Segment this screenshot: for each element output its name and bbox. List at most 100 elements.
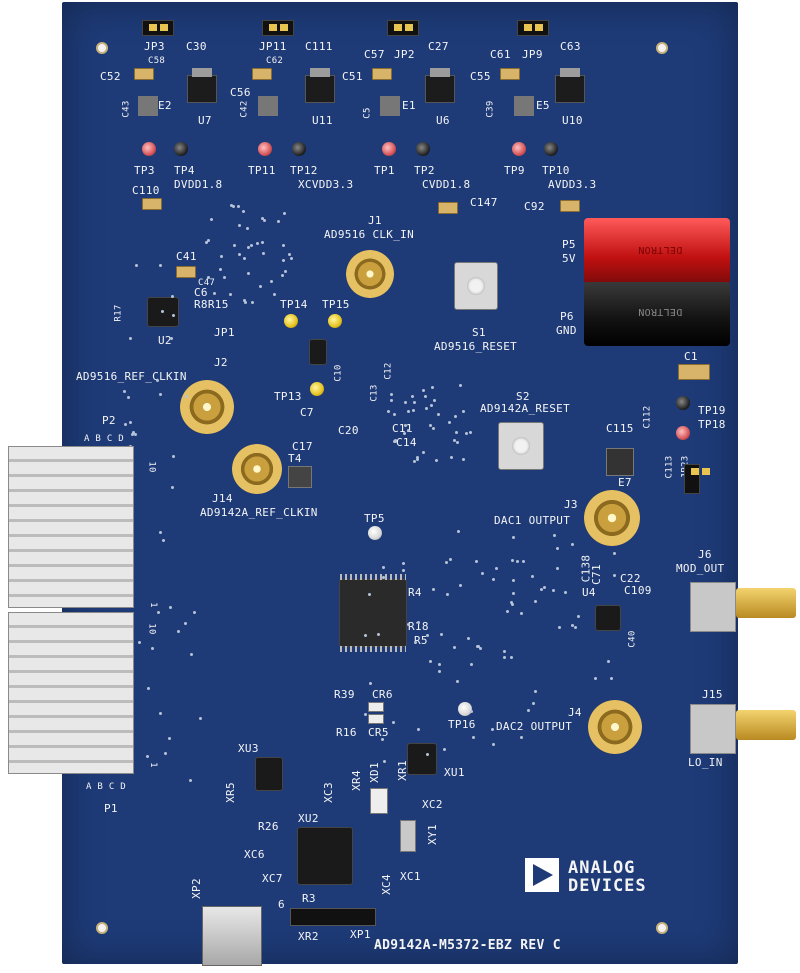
sma-edge-j15[interactable] — [690, 704, 736, 754]
jumper-jp2[interactable] — [387, 20, 419, 36]
via — [434, 459, 438, 463]
sma-connector-j3[interactable] — [584, 490, 640, 546]
capacitor-c41 — [176, 266, 196, 278]
via — [431, 587, 435, 591]
label-c7: C7 — [300, 406, 314, 419]
via — [128, 336, 132, 340]
testpoint-tp4[interactable] — [174, 142, 188, 156]
dac-ic-pins-bottom — [340, 646, 406, 652]
label-c47: C47 — [198, 278, 216, 288]
via — [155, 378, 159, 382]
label-c110: C110 — [132, 184, 160, 197]
label-ten-bot: 10 — [146, 623, 157, 635]
label-u2: U2 — [158, 334, 172, 347]
via — [470, 709, 474, 713]
sma-edge-j6[interactable] — [690, 582, 736, 632]
label-s2: S2 — [516, 390, 530, 403]
usb-connector-xp2[interactable] — [202, 906, 262, 966]
via — [412, 408, 416, 412]
jumper-jp9[interactable] — [517, 20, 549, 36]
testpoint-tp11[interactable] — [258, 142, 272, 156]
via — [502, 655, 506, 659]
jumper-jp11[interactable] — [262, 20, 294, 36]
testpoint-tp14[interactable] — [284, 314, 298, 328]
led-cr6 — [368, 702, 384, 712]
testpoint-tp19[interactable] — [676, 396, 690, 410]
label-5v: 5V — [562, 252, 576, 265]
label-r26: R26 — [258, 820, 279, 833]
jumper-jp3[interactable] — [142, 20, 174, 36]
label-r16: R16 — [336, 726, 357, 739]
via — [205, 240, 209, 244]
via — [172, 454, 176, 458]
testpoint-tp3[interactable] — [142, 142, 156, 156]
edge-connector-p2[interactable] — [8, 446, 134, 608]
board-title: AD9142A-M5372-EBZ REV C — [374, 938, 561, 953]
sma-plug-j15[interactable] — [736, 710, 796, 740]
via — [495, 566, 499, 570]
via — [551, 589, 555, 593]
label-cvdd: CVDD1.8 — [422, 178, 471, 191]
logo-text-line1: ANALOG — [568, 858, 636, 878]
via — [542, 586, 546, 590]
sma-plug-j6[interactable] — [736, 588, 796, 618]
capacitor-c51 — [372, 68, 392, 80]
testpoint-tp16[interactable] — [458, 702, 472, 716]
via — [138, 640, 142, 644]
testpoint-tp5[interactable] — [368, 526, 382, 540]
label-one-bot: 1 — [147, 762, 158, 768]
pin-header-xp1[interactable] — [290, 908, 376, 926]
label-j14: J14 — [212, 492, 233, 505]
testpoint-tp1[interactable] — [382, 142, 396, 156]
via — [229, 292, 233, 296]
capacitor-c55 — [500, 68, 520, 80]
via — [491, 743, 495, 747]
crystal-xy1 — [400, 820, 416, 852]
sma-connector-j14[interactable] — [232, 444, 282, 494]
via — [184, 394, 188, 398]
pushbutton-s2[interactable] — [498, 422, 544, 470]
via — [158, 530, 162, 534]
via — [432, 427, 436, 431]
via — [218, 267, 222, 271]
edge-connector-p1[interactable] — [8, 612, 134, 774]
via — [245, 227, 249, 231]
testpoint-tp13[interactable] — [310, 382, 324, 396]
testpoint-tp12[interactable] — [292, 142, 306, 156]
sma-connector-j4[interactable] — [588, 700, 642, 754]
analog-devices-logo-icon — [525, 858, 559, 892]
label-tp16: TP16 — [448, 718, 476, 731]
via — [262, 218, 266, 222]
testpoint-tp15[interactable] — [328, 314, 342, 328]
via — [231, 204, 235, 208]
label-e5: E5 — [536, 99, 550, 112]
via — [511, 579, 515, 583]
via — [433, 399, 437, 403]
testpoint-tp9[interactable] — [512, 142, 526, 156]
via — [283, 212, 287, 216]
via — [159, 392, 163, 396]
testpoint-tp18[interactable] — [676, 426, 690, 440]
via — [209, 218, 213, 222]
pushbutton-s1[interactable] — [454, 262, 498, 310]
via — [455, 431, 459, 435]
sma-connector-j2[interactable] — [180, 380, 234, 434]
label-c13: C13 — [369, 384, 380, 402]
label-xy1: XY1 — [425, 824, 439, 845]
banana-jack-p6-black[interactable]: DELTRON — [584, 282, 730, 346]
testpoint-tp10[interactable] — [544, 142, 558, 156]
via — [171, 486, 175, 490]
label-j2: J2 — [214, 356, 228, 369]
via — [289, 257, 293, 261]
testpoint-tp2[interactable] — [416, 142, 430, 156]
jumper-jp23[interactable] — [684, 464, 710, 494]
sma-connector-j1[interactable] — [346, 250, 394, 298]
via — [456, 679, 460, 683]
via — [468, 430, 472, 434]
label-tp13: TP13 — [274, 390, 302, 403]
label-tp1: TP1 — [374, 164, 395, 177]
via — [571, 624, 575, 628]
banana-jack-p5-red[interactable]: DELTRON — [584, 218, 730, 284]
label-c17: C17 — [292, 440, 313, 453]
via — [380, 738, 384, 742]
